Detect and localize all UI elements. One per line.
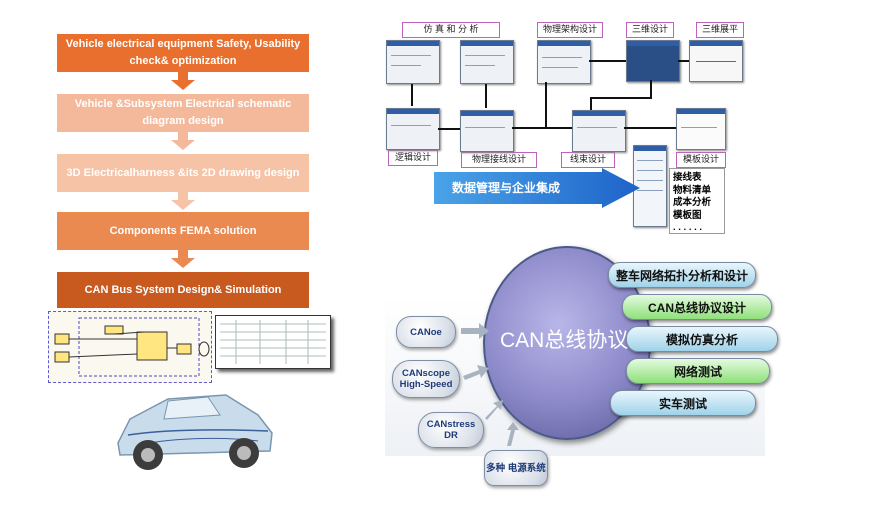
screenshot-physical-wiring: [460, 110, 514, 152]
screenshot-logic: [386, 108, 440, 150]
screenshot-simulation-2: [460, 40, 514, 84]
flow-arrow-stem: [178, 132, 188, 140]
tool-power-systems: 多种 电源系统: [484, 450, 548, 486]
connector-line: [590, 97, 592, 110]
flow-step-can: CAN Bus System Design& Simulation: [57, 272, 309, 308]
connector-line: [589, 60, 626, 62]
connector-line: [624, 127, 676, 129]
connector-line: [411, 84, 413, 106]
flow-arrow-stem: [178, 72, 188, 80]
banner-text: 数据管理与企业集成: [452, 181, 561, 195]
tool-canstress: CANstress DR: [418, 412, 484, 448]
flow-step-schematic: Vehicle &Subsystem Electrical schematic …: [57, 94, 309, 132]
item-vehicle-test: 实车测试: [610, 390, 756, 416]
label-physical-arch: 物理架构设计: [537, 22, 603, 38]
schematic-diagram-image: [48, 311, 212, 383]
flow-step-fema: Components FEMA solution: [57, 212, 309, 250]
output-item: 物料清单: [673, 184, 712, 196]
wiring-drawing-image: [215, 315, 331, 369]
label-simulation: 仿 真 和 分 析: [402, 22, 500, 38]
screenshot-3d: [626, 40, 680, 82]
flow-arrow-icon: [171, 200, 195, 210]
label-3d-flat: 三维展平: [696, 22, 744, 38]
item-can-protocol-design: CAN总线协议设计: [622, 294, 772, 320]
output-item: 成本分析: [673, 197, 712, 208]
flow-step-harness: 3D Electricalharness &its 2D drawing des…: [57, 154, 309, 192]
connector-line: [438, 128, 460, 130]
car-harness-image: [108, 385, 278, 477]
tool-canscope: CANscope High-Speed: [392, 360, 460, 398]
can-protocol-title: CAN总线协议: [500, 329, 629, 352]
output-item: 模板图: [673, 209, 702, 221]
label-harness: 线束设计: [561, 152, 615, 168]
connector-line: [545, 82, 547, 128]
screenshot-table: [633, 145, 667, 227]
label-logic: 逻辑设计: [388, 150, 438, 166]
screenshot-template: [676, 108, 726, 150]
connector-line: [590, 97, 652, 99]
outputs-list: 接线表 物料清单 成本分析 模板图 . . . . . .: [669, 168, 725, 234]
item-network-test: 网络测试: [626, 358, 770, 384]
screenshot-harness: [572, 110, 626, 152]
output-item: . . . . . .: [673, 222, 703, 233]
connector-line: [485, 84, 487, 108]
item-network-topology: 整车网络拓扑分析和设计: [608, 262, 756, 288]
label-physical-wiring: 物理接线设计: [461, 152, 537, 168]
data-management-banner: 数据管理与企业集成: [434, 168, 644, 208]
item-simulation: 模拟仿真分析: [626, 326, 778, 352]
label-template: 模板设计: [676, 152, 726, 168]
screenshot-physical-arch: [537, 40, 591, 84]
flow-step-safety: Vehicle electrical equipment Safety, Usa…: [57, 34, 309, 72]
connector-line: [678, 60, 689, 62]
screenshot-simulation-1: [386, 40, 440, 84]
tool-arrows: [461, 323, 519, 446]
tool-canoe: CANoe: [396, 316, 456, 348]
flow-arrow-icon: [171, 258, 195, 268]
label-3d: 三维设计: [626, 22, 674, 38]
output-item: 接线表: [673, 172, 702, 183]
flow-arrow-stem: [178, 192, 188, 200]
connector-line: [650, 80, 652, 98]
flow-arrow-stem: [178, 250, 188, 258]
connector-line: [512, 127, 572, 129]
screenshot-3d-flat: [689, 40, 743, 82]
flow-arrow-icon: [171, 80, 195, 90]
flow-arrow-icon: [171, 140, 195, 150]
